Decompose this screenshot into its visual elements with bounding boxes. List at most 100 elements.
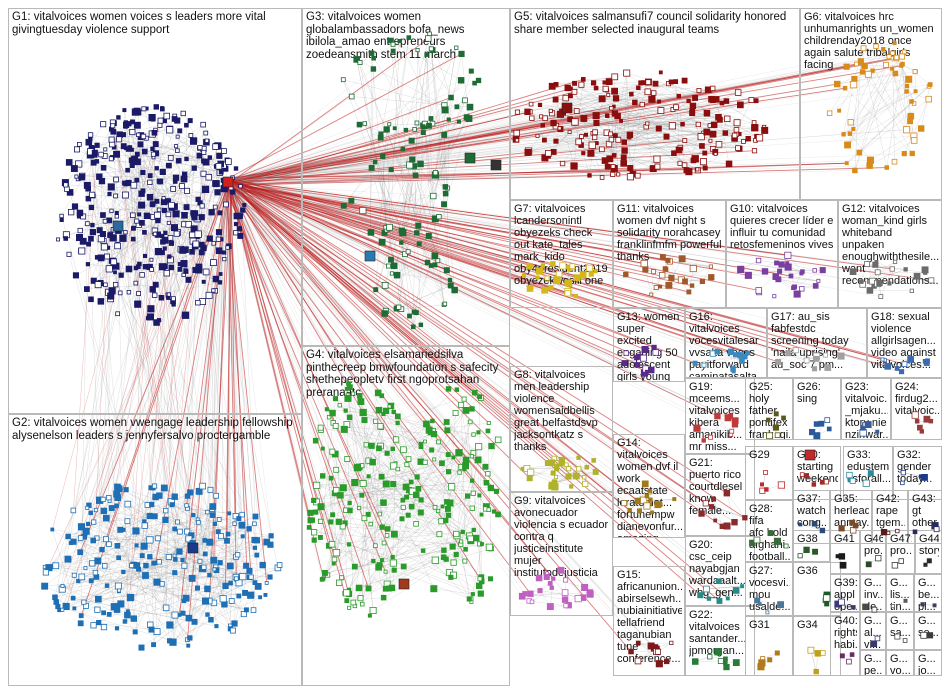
- node-g3: [466, 103, 474, 111]
- node-g4: [321, 570, 328, 576]
- node-g45: [862, 603, 869, 611]
- node-g1: [133, 265, 139, 271]
- node-g3: [431, 252, 439, 260]
- node-g2: [153, 628, 161, 635]
- edge-intra: [113, 131, 134, 229]
- node-g18: [884, 363, 891, 370]
- node-g1: [78, 247, 86, 255]
- edge-intra: [638, 87, 765, 128]
- node-g3: [371, 56, 376, 61]
- node-g4: [368, 442, 375, 449]
- node-g2: [209, 503, 217, 510]
- node-g1: [201, 158, 206, 164]
- edge-intra: [530, 471, 569, 477]
- node-g9: [563, 603, 569, 609]
- edge-intra: [649, 492, 653, 513]
- node-g9: [557, 566, 565, 574]
- node-g1: [160, 233, 165, 239]
- node-g14: [637, 508, 643, 514]
- node-g5: [682, 138, 688, 144]
- node-g6: [892, 70, 899, 77]
- node-g1: [183, 204, 190, 211]
- node-g1: [122, 180, 127, 186]
- node-g14: [621, 500, 628, 507]
- node-g24: [917, 424, 923, 431]
- edge-intra: [44, 566, 255, 583]
- node-g5: [553, 82, 559, 87]
- node-g4: [494, 436, 502, 444]
- node-g9: [543, 573, 550, 580]
- node-g5: [528, 101, 534, 107]
- node-g4: [389, 559, 397, 567]
- edge-intra: [341, 544, 461, 578]
- node-g9: [527, 590, 534, 597]
- edge-intra: [344, 429, 397, 440]
- edge-intra: [335, 427, 382, 455]
- node-g1: [130, 181, 138, 189]
- node-g1: [103, 147, 108, 152]
- node-g2: [214, 624, 219, 629]
- edge-intra: [414, 279, 451, 313]
- node-g4: [431, 556, 440, 564]
- node-g1: [106, 217, 113, 224]
- node-g5: [655, 125, 662, 132]
- edge-intra: [136, 263, 140, 304]
- node-g1: [180, 175, 188, 183]
- edge-intra: [705, 503, 723, 527]
- edge-intra: [324, 549, 444, 574]
- edge-intra: [322, 448, 453, 547]
- node-g10: [777, 268, 783, 274]
- edge-intra: [544, 114, 561, 141]
- node-g3: [441, 201, 447, 208]
- node-g1: [218, 169, 224, 175]
- node-g11: [708, 264, 713, 269]
- node-g3: [392, 126, 397, 131]
- node-g8: [550, 470, 556, 476]
- node-g2: [218, 533, 224, 540]
- edge-intra: [116, 154, 163, 267]
- node-g33: [849, 477, 856, 484]
- edge-intra: [414, 106, 458, 167]
- node-g1: [221, 148, 227, 154]
- node-g42: [880, 529, 888, 536]
- node-g33: [862, 479, 870, 487]
- node-g1: [137, 141, 144, 148]
- edge-hub: [225, 135, 735, 181]
- node-g4: [377, 423, 384, 430]
- node-g1: [99, 230, 107, 238]
- edge-intra: [178, 160, 189, 280]
- node-g4: [463, 547, 468, 552]
- node-g5: [513, 129, 521, 137]
- edge-hub: [227, 183, 434, 197]
- edge-intra: [62, 585, 121, 605]
- node-g1: [118, 272, 124, 278]
- node-g4: [414, 474, 420, 480]
- node-g34: [813, 668, 819, 675]
- node-g10: [778, 261, 785, 268]
- node-g3: [400, 146, 406, 152]
- edge-intra: [860, 56, 890, 62]
- edge-hub: [229, 181, 878, 273]
- edge-hub: [227, 119, 449, 182]
- edge-hub: [225, 184, 447, 560]
- node-g12: [872, 261, 879, 268]
- edge-intra: [460, 544, 470, 599]
- node-g5: [761, 126, 769, 134]
- node-g3: [441, 106, 449, 114]
- edge-hub: [225, 184, 541, 591]
- node-g2: [42, 569, 50, 576]
- edge-intra: [202, 124, 219, 146]
- node-g3: [415, 222, 422, 229]
- edge-intra: [335, 425, 434, 435]
- edge-intra: [144, 521, 217, 571]
- node-g1: [79, 237, 87, 245]
- edge-intra: [144, 255, 169, 296]
- edge-intra: [80, 551, 231, 567]
- node-g5: [514, 109, 520, 115]
- edge-intra: [161, 583, 234, 631]
- node-g14: [647, 488, 652, 493]
- edge-intra: [438, 441, 443, 464]
- edge-intra: [93, 162, 202, 245]
- node-g37: [819, 527, 826, 534]
- node-g20: [725, 596, 730, 601]
